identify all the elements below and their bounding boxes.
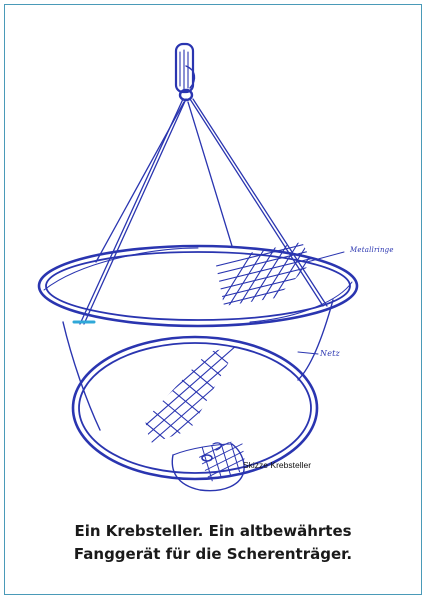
bottom-net-mesh [190, 432, 250, 490]
net-label: Netz [320, 349, 340, 358]
figure-caption-line-2: Fanggerät für die Scherenträger. [14, 543, 412, 565]
suspension-lines [80, 99, 327, 324]
lower-metal-ring [73, 337, 317, 479]
sketch-caption: Skizze Krebsteller [243, 460, 311, 470]
hanger-hook [176, 44, 195, 100]
figure-caption-line-1: Ein Krebsteller. Ein altbewährtes [14, 520, 412, 542]
metal-ring-label: Metallringe [350, 246, 394, 254]
top-net-mesh [200, 230, 330, 320]
middle-net-mesh [128, 326, 263, 460]
